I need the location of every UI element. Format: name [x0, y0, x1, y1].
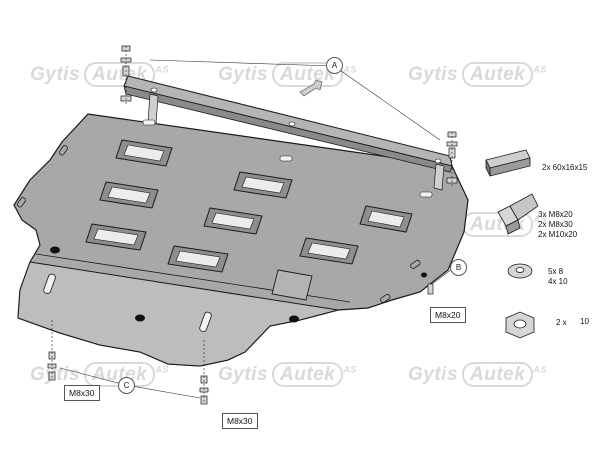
- bolt-label-c-left: M8x30: [64, 385, 100, 401]
- bolt-part-icon: [497, 193, 539, 235]
- spec-bracket: 2x 60x16x15: [542, 163, 588, 172]
- callout-b: B: [450, 259, 467, 276]
- access-hatch: [271, 269, 313, 301]
- spec-washer-line: 4x 10: [548, 277, 568, 286]
- callout-c: C: [118, 377, 135, 394]
- spec-washers: 5x 8 4x 10: [548, 267, 568, 287]
- cross-bracket: [123, 75, 453, 198]
- spec-bolt-line: 3x M8x20: [538, 210, 573, 219]
- washer-part-icon: [507, 263, 533, 279]
- spec-bolt-line: 2x M8x30: [538, 220, 573, 229]
- spec-bolts: 3x M8x20 2x M8x30 2x M10x20: [538, 210, 577, 240]
- nut-part-icon: [505, 311, 535, 339]
- bolt-label-c-right: M8x30: [222, 413, 258, 429]
- bolt-label-b: M8x20: [430, 307, 466, 323]
- drain-holes: [50, 246, 427, 323]
- callout-a: A: [326, 57, 343, 74]
- spec-nuts-qty: 2 x: [556, 318, 567, 327]
- bracket-part-icon: [485, 149, 531, 177]
- spec-bolt-line: 2x M10x20: [538, 230, 578, 239]
- direction-arrow: [299, 79, 323, 97]
- spec-washer-line: 5x 8: [548, 267, 564, 276]
- spec-nuts-size: 10: [580, 317, 589, 326]
